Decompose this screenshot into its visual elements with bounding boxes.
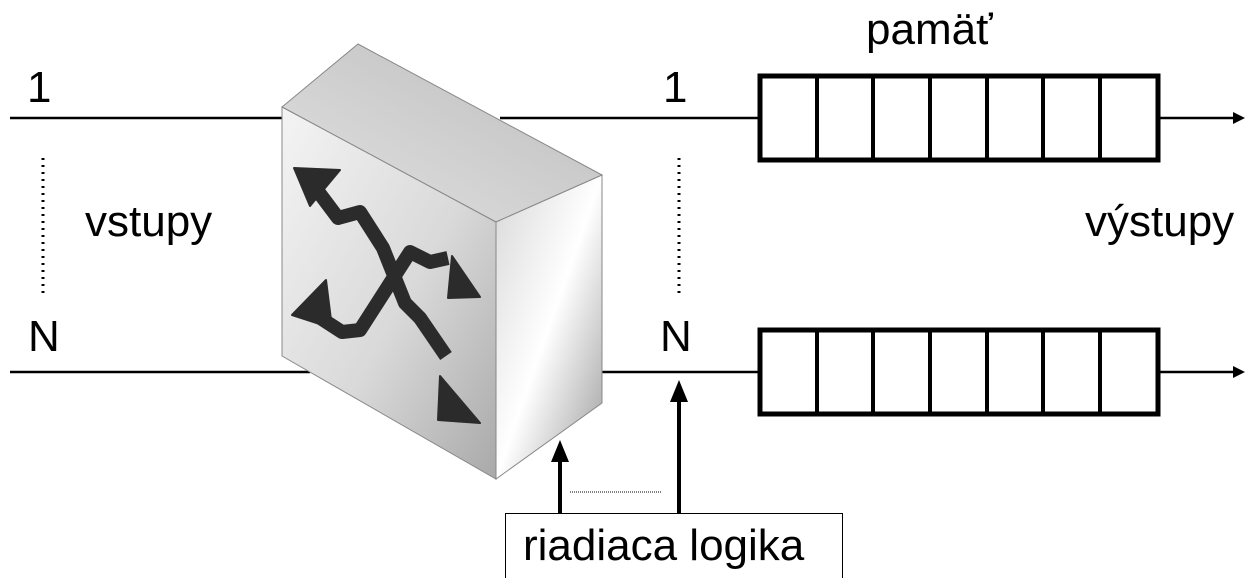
inputs-label: vstupy bbox=[85, 197, 213, 246]
input-last-label: N bbox=[28, 312, 60, 361]
output-arrow-n bbox=[1158, 366, 1245, 378]
memory-queue-1 bbox=[757, 73, 1161, 163]
memory-label: pamäť bbox=[866, 5, 993, 54]
control-logic-label: riadiaca logika bbox=[523, 521, 805, 570]
control-arrow-to-output bbox=[670, 380, 688, 515]
output-first-label: 1 bbox=[663, 63, 688, 112]
control-logic-box bbox=[505, 513, 843, 578]
switch-box-side bbox=[495, 174, 603, 480]
outputs-label: výstupy bbox=[1085, 197, 1235, 246]
memory-queue-n bbox=[757, 327, 1161, 417]
control-arrow-to-switch bbox=[551, 440, 569, 515]
input-first-label: 1 bbox=[27, 63, 52, 112]
switch-crossing-arrows-icon bbox=[291, 167, 481, 424]
output-last-label: N bbox=[660, 312, 692, 361]
output-arrow-1 bbox=[1158, 112, 1245, 124]
switch-box bbox=[281, 43, 604, 480]
